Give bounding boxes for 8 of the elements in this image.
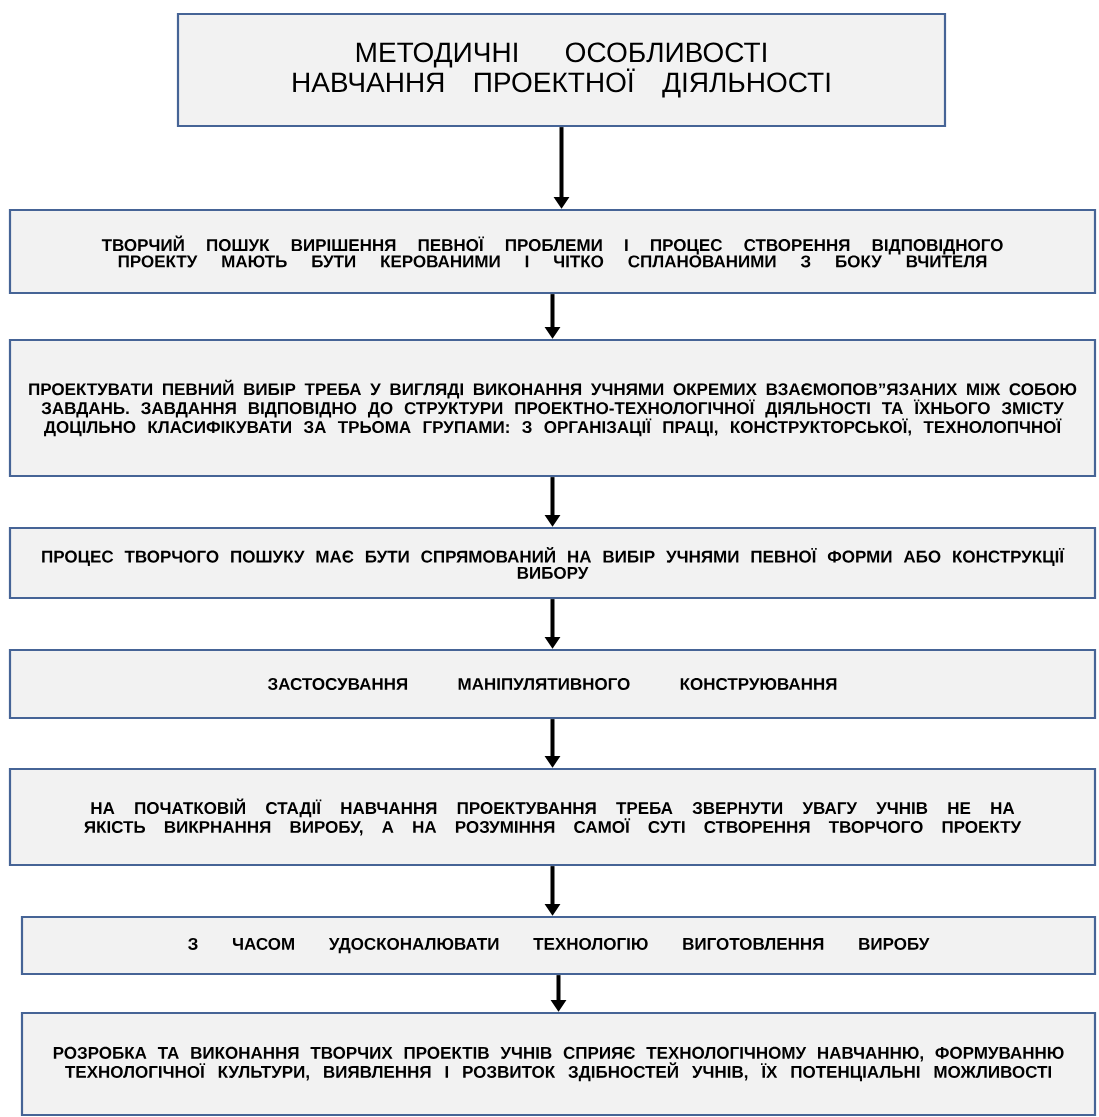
heading-box: МЕТОДИЧНІ ОСОБЛИВОСТІ НАВЧАННЯ ПРОЕКТНОЇ ДІЯЛЬНОСТІ <box>176 12 947 128</box>
process-box: ЗАСТОСУВАННЯ МАНІПУЛЯТИВНОГО КОНСТРУЮВАННЯ <box>8 648 1097 720</box>
process-box: ТВОРЧИЙ ПОШУК ВИРІШЕННЯ ПЕВНОЇ ПРОБЛЕМИ І ПРОЦЕС СТВОРЕННЯ ВІДПОВІДНОГО ПРОЕКТУ МАЮТЬ БУТИ КЕРОВАНИМИ І ЧІТКО СПЛАНОВАНИМИ З БОКУ ВЧИТЕЛЯ <box>8 208 1097 295</box>
process-box: ПРОЦЕС ТВОРЧОГО ПОШУКУ МАЄ БУТИ СПРЯМОВАНИЙ НА ВИБІР УЧНЯМИ ПЕВНОЇ ФОРМИ АБО КОНСТРУКЦІЇ ВИБОРУ <box>8 526 1097 600</box>
process-box: НА ПОЧАТКОВІЙ СТАДІЇ НАВЧАННЯ ПРОЕКТУВАННЯ ТРЕБА ЗВЕРНУТИ УВАГУ УЧНІВ НЕ НА ЯКІСТЬ ВИКРНАННЯ ВИРОБУ, А НА РОЗУМІННЯ САМОЇ СУТІ СТВОРЕННЯ ТВОРЧОГО ПРОЕКТУ <box>8 767 1097 867</box>
process-box: З ЧАСОМ УДОСКОНАЛЮВАТИ ТЕХНОЛОГІЮ ВИГОТОВЛЕННЯ ВИРОБУ <box>20 915 1097 976</box>
process-box: РОЗРОБКА ТА ВИКОНАННЯ ТВОРЧИХ ПРОЕКТІВ УЧНІВ СПРИЯЄ ТЕХНОЛОГІЧНОМУ НАВЧАННЮ, ФОРМУВАННЮ ТЕХНОЛОГІЧНОЇ КУЛЬТУРИ, ВИЯВЛЕННЯ І РОЗВИТОК ЗДІБНОСТЕЙ УЧНІВ, ЇХ ПОТЕНЦІАЛЬНІ МОЖЛИВОСТІ <box>20 1011 1097 1117</box>
process-box: ПРОЕКТУВАТИ ПЕВНИЙ ВИБІР ТРЕБА У ВИГЛЯДІ ВИКОНАННЯ УЧНЯМИ ОКРЕМИХ ВЗАЄМОПОВ”ЯЗАНИХ МІЖ СОБОЮ ЗАВДАНЬ. ЗАВДАННЯ ВІДПОВІДНО ДО СТРУКТУРИ ПРОЕКТНО-ТЕХНОЛОГІЧНОЇ ДІЯЛЬНОСТІ ТА ЇХНЬОГО ЗМІСТУ ДОЦІЛЬНО КЛАСИФІКУВАТИ ЗА ТРЬОМА ГРУПАМИ: З ОРГАНІЗАЦІЇ ПРАЦІ, КОНСТРУКТОРСЬКОЇ, ТЕХНОЛОПЧНОЇ <box>8 338 1097 478</box>
